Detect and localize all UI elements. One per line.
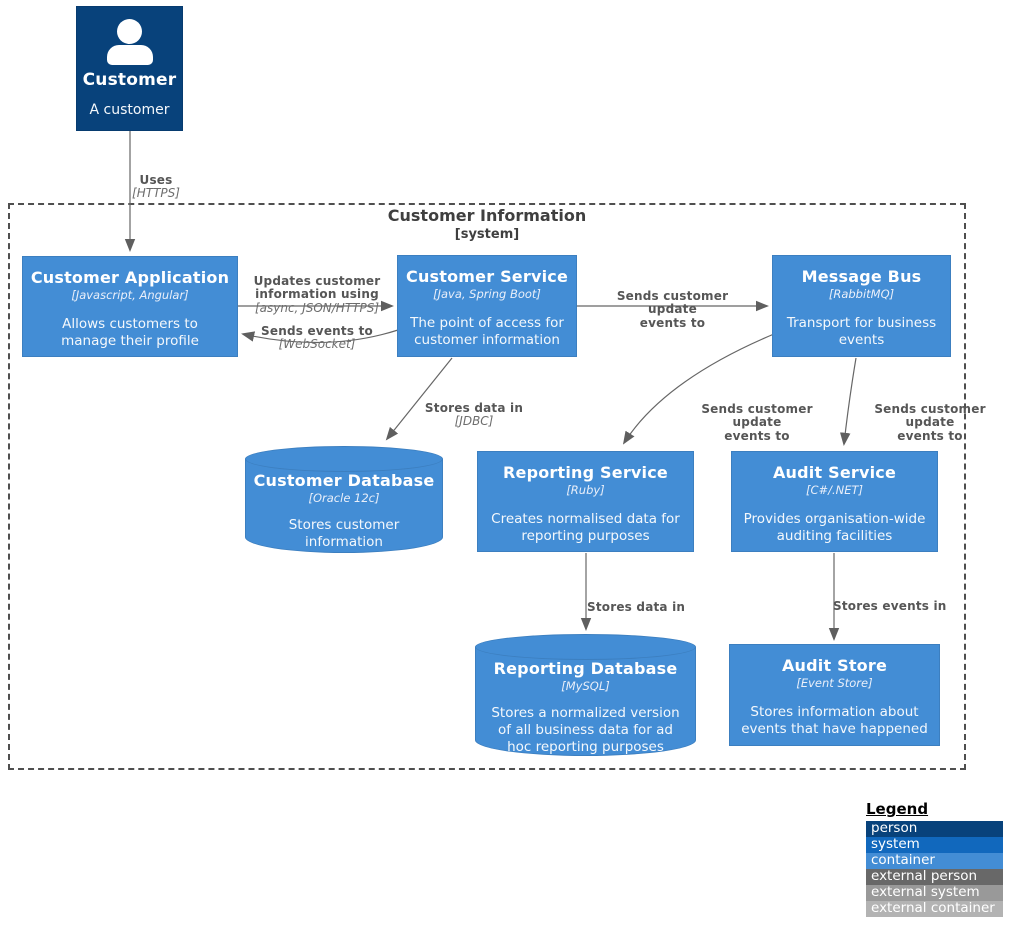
legend-item-external-person: external person — [866, 869, 1003, 885]
node-description: Transport for business events — [786, 315, 937, 348]
node-title: Customer Application — [30, 268, 230, 287]
relationship-label-sends-update-reporting: Sends customer update events to — [676, 389, 838, 443]
reporting-service-node: Reporting Service [Ruby] Creates normali… — [477, 451, 694, 552]
relationship-technology: [WebSocket] — [278, 337, 356, 351]
relationship-text: Sends customer update events to — [874, 401, 986, 443]
relationship-text: Sends events to — [261, 323, 373, 338]
node-technology: [MySQL] — [561, 679, 610, 693]
legend-item-external-system: external system — [866, 885, 1003, 901]
relationship-label-sends-events: Sends events to [WebSocket] — [247, 311, 387, 365]
relationship-text: Stores events in — [833, 598, 947, 613]
relationship-label-stores-jdbc: Stores data in [JDBC] — [413, 388, 535, 442]
relationship-technology: [HTTPS] — [132, 186, 180, 200]
node-technology: [Oracle 12c] — [308, 491, 380, 505]
boundary-subtitle: [system] — [454, 227, 520, 242]
relationship-label-sends-update-top: Sends customer update events to — [591, 276, 754, 330]
relationship-text: Sends customer update events to — [701, 401, 813, 443]
relationship-text: Stores data in — [424, 400, 524, 415]
node-description: Stores a normalized version of all busin… — [491, 705, 680, 755]
node-description: Creates normalised data for reporting pu… — [491, 511, 680, 544]
node-description: Stores information about events that hav… — [741, 704, 928, 737]
node-description: The point of access for customer informa… — [410, 315, 564, 348]
node-title: Reporting Service — [503, 463, 668, 482]
relationship-technology: [JDBC] — [454, 414, 494, 428]
relationship-label-updates: Updates customer information using [asyn… — [247, 261, 387, 329]
node-technology: [Javascript, Angular] — [71, 288, 189, 302]
node-title: Message Bus — [801, 267, 922, 286]
node-technology: [Event Store] — [796, 676, 873, 690]
relationship-technology: [async, JSON/HTTPS] — [254, 300, 380, 315]
legend-item-system: system — [866, 837, 1003, 853]
node-technology: [Java, Spring Boot] — [433, 287, 541, 301]
node-title: Audit Service — [772, 463, 897, 482]
relationship-label-sends-update-audit: Sends customer update events to — [848, 389, 1012, 443]
legend-item-container: container — [866, 853, 1003, 869]
legend-item-person: person — [866, 821, 1003, 837]
legend-title: Legend — [866, 800, 929, 818]
relationship-label-stores-events: Stores events in — [833, 586, 947, 613]
relationship-text: Updates customer information using — [253, 273, 381, 301]
relationship-text: Sends customer update events to — [616, 288, 729, 330]
node-title: Customer Service — [406, 267, 568, 286]
node-description: A customer — [89, 102, 170, 118]
audit-store-node: Audit Store [Event Store] Stores informa… — [729, 644, 940, 746]
relationship-label-stores-data: Stores data in — [587, 587, 685, 614]
message-bus-node: Message Bus [RabbitMQ] Transport for bus… — [772, 255, 951, 357]
system-boundary — [8, 203, 966, 770]
audit-service-node: Audit Service [C#/.NET] Provides organis… — [731, 451, 938, 552]
node-technology: [Ruby] — [566, 483, 605, 497]
node-technology: [RabbitMQ] — [828, 287, 895, 301]
customer-application-node: Customer Application [Javascript, Angula… — [22, 256, 238, 357]
boundary-title-text: Customer Information — [387, 206, 587, 225]
node-technology: [C#/.NET] — [805, 483, 864, 497]
person-icon-head — [117, 19, 142, 44]
node-title: Reporting Database — [493, 659, 678, 678]
customer-service-node: Customer Service [Java, Spring Boot] The… — [397, 255, 577, 357]
legend-item-external-container: external container — [866, 901, 1003, 917]
node-description: Stores customer information — [288, 517, 400, 550]
node-title: Customer — [82, 70, 177, 90]
node-description: Allows customers to manage their profile — [61, 316, 199, 349]
relationship-text: Uses — [139, 172, 173, 187]
person-icon-torso — [106, 45, 153, 65]
boundary-title: Customer Information [system] — [8, 207, 966, 244]
customer-database-node: Customer Database [Oracle 12c] Stores cu… — [245, 446, 443, 553]
node-description: Provides organisation-wide auditing faci… — [743, 511, 926, 544]
person-icon — [106, 19, 154, 66]
relationship-label-uses: Uses [HTTPS] — [108, 160, 204, 214]
node-title: Customer Database — [253, 471, 435, 490]
relationship-text: Stores data in — [587, 599, 686, 614]
legend: Legend person system container external … — [866, 800, 1003, 917]
reporting-database-node: Reporting Database [MySQL] Stores a norm… — [475, 634, 696, 756]
node-title: Audit Store — [781, 656, 888, 675]
customer-person-node: Customer A customer — [76, 6, 183, 131]
